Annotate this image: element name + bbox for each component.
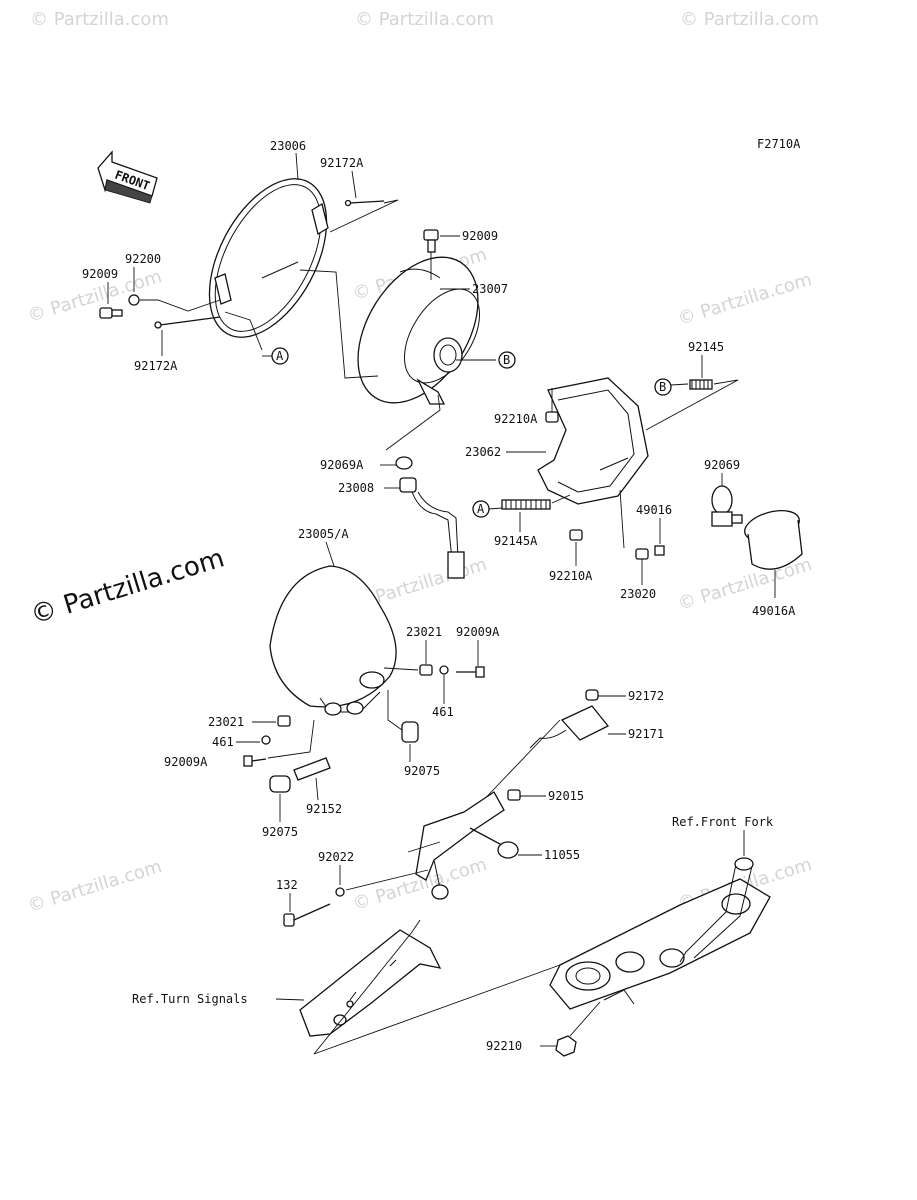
part-23008: 23008 — [338, 481, 374, 495]
marker-b-top-label: B — [503, 353, 510, 367]
watermark: © Partzilla.com — [675, 269, 814, 330]
collar-92075-right — [401, 721, 419, 743]
watermark: © Partzilla.com — [25, 856, 164, 917]
headlight-rim — [208, 178, 329, 338]
part-92152: 92152 — [306, 802, 342, 816]
front-fork-clamp — [549, 857, 771, 1010]
watermark: © Partzilla.com — [355, 9, 494, 30]
washer-461-right — [439, 665, 449, 675]
ref-front-fork: Ref.Front Fork — [672, 815, 774, 829]
part-92009a-left: 92009A — [164, 755, 208, 769]
part-92172a-top: 92172A — [320, 156, 364, 170]
grommet-23021-right — [419, 664, 433, 676]
screw-92172a-top — [344, 199, 385, 207]
part-23005a: 23005/A — [298, 527, 349, 541]
socket-23008 — [399, 477, 465, 579]
part-132: 132 — [276, 878, 298, 892]
part-92200: 92200 — [125, 252, 161, 266]
part-11055: 11055 — [544, 848, 580, 862]
watermark-layer: © Partzilla.com © Partzilla.com © Partzi… — [25, 9, 819, 917]
part-92009a-right: 92009A — [456, 625, 500, 639]
marker-b-top — [498, 351, 516, 369]
spring-92145a — [501, 499, 551, 510]
part-92210: 92210 — [486, 1039, 522, 1053]
spring-92145 — [689, 379, 713, 390]
washer-461-left — [261, 735, 271, 745]
nut-49016 — [654, 545, 665, 556]
part-92171: 92171 — [628, 727, 664, 741]
part-92069: 92069 — [704, 458, 740, 472]
screw-92009a-left — [243, 755, 267, 767]
turn-signal-bracket — [299, 929, 442, 1037]
washer-92022 — [335, 887, 345, 897]
part-23062: 23062 — [465, 445, 501, 459]
front-arrow-icon: FRONT — [97, 150, 158, 204]
ref-turn-signals: Ref.Turn Signals — [132, 992, 248, 1006]
part-92145: 92145 — [688, 340, 724, 354]
clamp-92171 — [529, 705, 610, 749]
bulb-92069a — [395, 456, 413, 470]
part-92210a-top: 92210A — [494, 412, 538, 426]
part-92069a: 92069A — [320, 458, 364, 472]
grommet-23021-left — [277, 715, 291, 727]
washer-92200 — [128, 294, 140, 306]
part-92022: 92022 — [318, 850, 354, 864]
diagram-code: F2710A — [757, 137, 801, 151]
clip-23020 — [635, 548, 649, 560]
nut-92172 — [585, 689, 599, 701]
bulb-cover-49016a — [744, 510, 803, 570]
screw-92172a-left — [154, 316, 221, 329]
screw-92009-top — [423, 229, 439, 253]
part-92172a-left: 92172A — [134, 359, 178, 373]
part-23020: 23020 — [620, 587, 656, 601]
nut-92015 — [507, 789, 521, 801]
watermark: © Partzilla.com — [30, 9, 169, 30]
part-23021-right: 23021 — [406, 625, 442, 639]
part-461-left: 461 — [212, 735, 234, 749]
part-92009-left: 92009 — [82, 267, 118, 281]
part-92145a: 92145A — [494, 534, 538, 548]
marker-b-right — [654, 378, 672, 396]
watermark: © Partzilla.com — [680, 9, 819, 30]
part-461-right: 461 — [432, 705, 454, 719]
bulb-92069 — [711, 485, 743, 527]
part-92172: 92172 — [628, 689, 664, 703]
nut-92210a-bot — [569, 529, 583, 541]
headlight-bracket — [537, 377, 649, 505]
part-23021-left: 23021 — [208, 715, 244, 729]
part-92015: 92015 — [548, 789, 584, 803]
marker-b-right-label: B — [659, 380, 666, 394]
nut-92210a-top — [545, 411, 559, 423]
nut-92210 — [555, 1035, 577, 1057]
part-92075-right: 92075 — [404, 764, 440, 778]
marker-a-left-label: A — [276, 349, 284, 363]
part-92009-top: 92009 — [462, 229, 498, 243]
headlight-unit — [357, 256, 481, 405]
part-92210a-bot: 92210A — [549, 569, 593, 583]
part-92075-left: 92075 — [262, 825, 298, 839]
bracket-11055 — [415, 791, 519, 900]
collar-92075-left — [269, 775, 291, 793]
part-23006: 23006 — [270, 139, 306, 153]
bolt-132 — [283, 903, 331, 927]
part-49016a: 49016A — [752, 604, 796, 618]
sleeve-92152 — [293, 757, 331, 781]
headlight-housing — [269, 565, 397, 716]
copyright-mark: © Partzilla.com — [27, 543, 228, 630]
marker-a-right-label: A — [477, 502, 485, 516]
part-23007: 23007 — [472, 282, 508, 296]
screw-92009a-right — [456, 666, 485, 678]
screw-92009-left — [99, 307, 123, 319]
part-49016: 49016 — [636, 503, 672, 517]
